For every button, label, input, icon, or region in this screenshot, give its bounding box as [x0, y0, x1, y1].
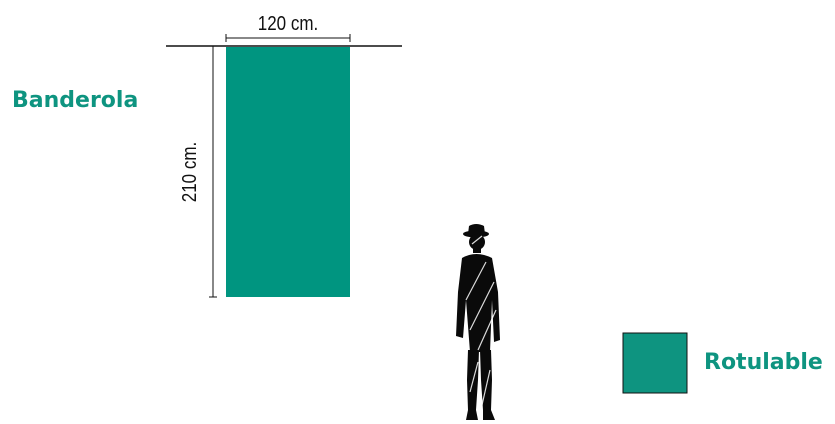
- diagram-title: Banderola: [12, 88, 139, 113]
- person-silhouette-icon: [456, 224, 500, 420]
- banner-panel: [226, 47, 350, 297]
- legend-swatch: [622, 332, 688, 394]
- legend-label: Rotulable: [704, 350, 823, 375]
- width-dimension-line: [225, 34, 351, 42]
- height-dimension-label: 210 cm.: [179, 141, 201, 203]
- height-dimension-line: [209, 45, 217, 298]
- width-dimension-label: 120 cm.: [257, 13, 319, 35]
